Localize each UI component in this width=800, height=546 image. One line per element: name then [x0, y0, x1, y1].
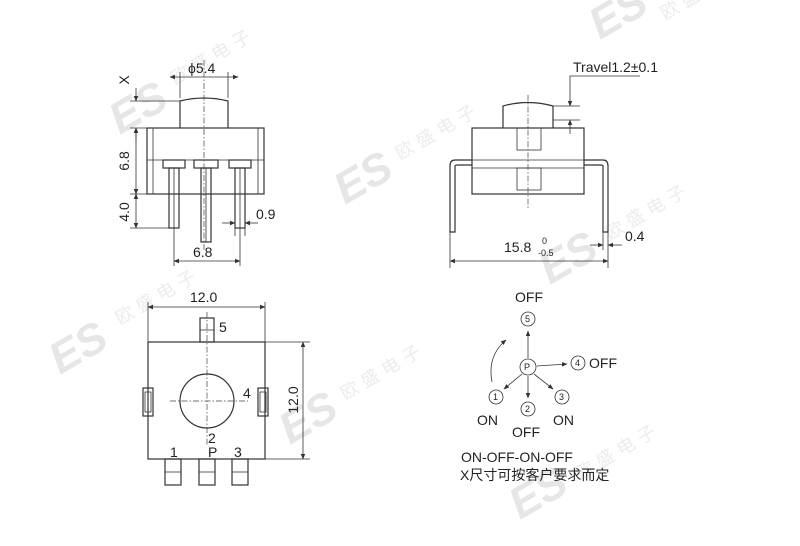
- position-4: 4: [575, 358, 580, 368]
- side-view: Travel1.2±0.1 15.8 0 -0.5 0.4: [449, 59, 658, 268]
- pin-label-p: P: [208, 444, 217, 460]
- dim-pin-span: 6.8: [193, 244, 213, 260]
- watermark-text: 欧 盛 电 子: [657, 0, 745, 24]
- pin-label-2: 2: [208, 430, 216, 446]
- pin-label-4: 4: [243, 385, 251, 401]
- dim-tol-lower: -0.5: [538, 248, 554, 258]
- watermark-text: 欧 盛 电 子: [337, 342, 425, 405]
- sequence-note: ON-OFF-ON-OFF: [461, 449, 573, 465]
- pin-label-3: 3: [234, 444, 242, 460]
- watermark-logo: ES: [581, 0, 656, 49]
- dim-lead-thickness: 0.4: [625, 228, 645, 244]
- position-1: 1: [493, 392, 498, 402]
- watermark-group: ES 欧 盛 电 子 ES 欧 盛 电 子 ES 欧 盛 电 子 ES 欧 盛 …: [41, 0, 745, 529]
- position-p: P: [524, 362, 530, 372]
- bottom-view: 5 4 2 P 1 3 12.0 12.0: [142, 289, 310, 486]
- dim-side-width: 15.8: [504, 239, 531, 255]
- dim-diameter: ϕ5.4: [188, 60, 216, 76]
- watermark-logo: ES: [271, 382, 346, 454]
- dim-bottom-width: 12.0: [190, 289, 217, 305]
- watermark-text: 欧 盛 电 子: [392, 102, 480, 165]
- position-on-left: ON: [477, 412, 498, 428]
- position-off-bottom: OFF: [512, 424, 540, 440]
- watermark-logo: ES: [41, 312, 116, 384]
- position-2: 2: [525, 404, 530, 414]
- dim-pin-length: 4.0: [116, 202, 132, 222]
- position-diagram: OFF 5 P 4 OFF 1 2 3 ON OFF ON ON-OFF-ON-…: [460, 289, 617, 483]
- dim-x: X: [116, 75, 132, 85]
- dim-bottom-height: 12.0: [285, 386, 301, 413]
- watermark-text: 欧 盛 电 子: [602, 182, 690, 245]
- front-view: ϕ5.4 X 6.8 4.0 0.9 6.8: [116, 60, 276, 266]
- custom-size-note: X尺寸可按客户要求而定: [460, 467, 609, 483]
- dim-body-height: 6.8: [116, 151, 132, 171]
- position-on-right: ON: [553, 412, 574, 428]
- watermark-text: 欧 盛 电 子: [112, 267, 200, 330]
- position-5: 5: [525, 314, 530, 324]
- pin-label-5: 5: [219, 319, 227, 335]
- watermark-logo: ES: [101, 72, 176, 144]
- pin-label-1: 1: [170, 444, 178, 460]
- position-off-right: OFF: [589, 355, 617, 371]
- dim-pin-width: 0.9: [256, 206, 276, 222]
- position-off-top: OFF: [515, 289, 543, 305]
- dim-travel: Travel1.2±0.1: [573, 59, 658, 75]
- position-3: 3: [559, 392, 564, 402]
- watermark-logo: ES: [326, 142, 401, 214]
- dim-tol-upper: 0: [542, 236, 547, 246]
